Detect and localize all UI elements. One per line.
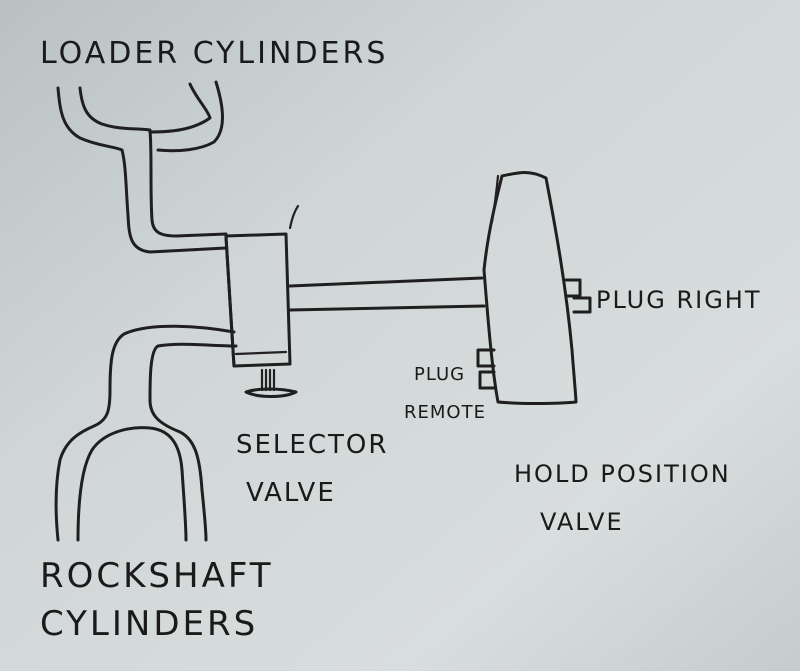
hold-position-label-line2: VALVE <box>540 508 624 536</box>
valve-connecting-lines <box>288 276 486 312</box>
hold-position-valve <box>482 171 578 405</box>
selector-valve-label-line1: SELECTOR <box>236 430 389 460</box>
rockshaft-cylinder-lines <box>54 324 238 542</box>
plug-remote-label-line2: REMOTE <box>404 402 486 423</box>
rockshaft-label-line1: ROCKSHAFT <box>40 556 274 596</box>
hold-position-label-line1: HOLD POSITION <box>514 460 731 488</box>
loader-cylinders-label: LOADER CYLINDERS <box>40 36 389 71</box>
plug-remote-label-line1: PLUG <box>414 364 466 385</box>
selector-valve-label-line2: VALVE <box>246 478 336 508</box>
plug-right-bracket <box>564 278 592 314</box>
plug-right-label: PLUG RIGHT <box>596 286 762 314</box>
rockshaft-label-line2: CYLINDERS <box>40 604 259 644</box>
selector-handle-icon <box>244 368 298 398</box>
plug-remote-bracket <box>476 348 496 390</box>
loader-cylinder-lines <box>56 80 300 254</box>
